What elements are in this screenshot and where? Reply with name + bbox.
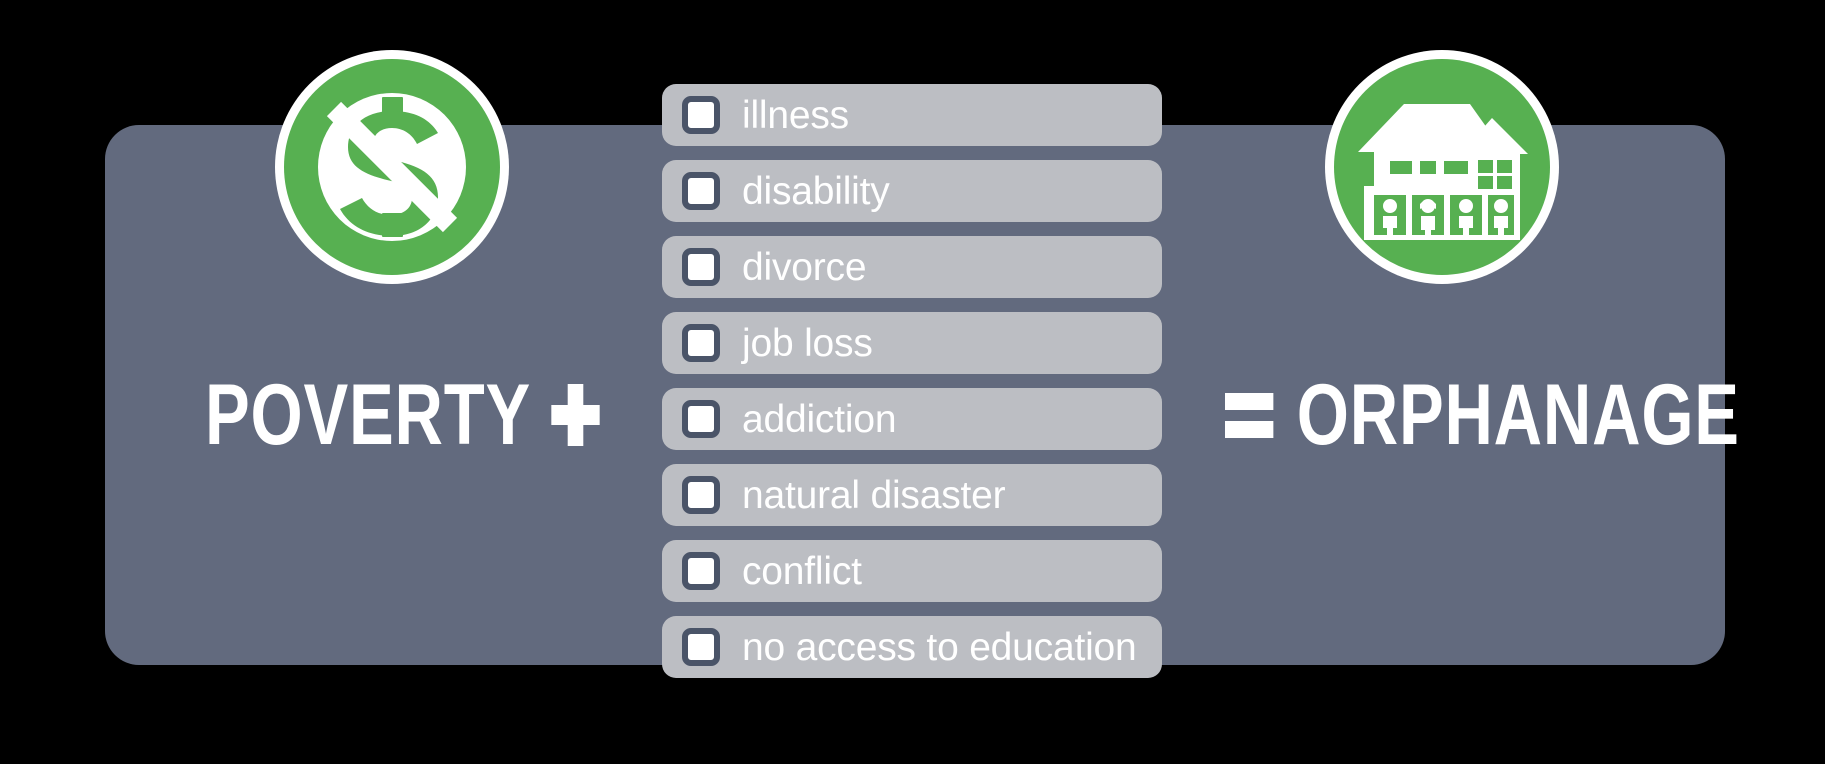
checkbox-icon[interactable] [682, 628, 720, 666]
list-item[interactable]: addiction [662, 388, 1162, 450]
no-money-badge [275, 50, 509, 284]
list-item[interactable]: job loss [662, 312, 1162, 374]
list-item[interactable]: disability [662, 160, 1162, 222]
orphanage-headline: ORPHANAGE [1225, 372, 1740, 458]
list-item-label: illness [742, 93, 849, 137]
list-item-label: addiction [742, 397, 897, 441]
list-item[interactable]: natural disaster [662, 464, 1162, 526]
checkbox-icon[interactable] [682, 96, 720, 134]
orphanage-badge-inner [1334, 59, 1550, 275]
list-item[interactable]: conflict [662, 540, 1162, 602]
checkbox-icon[interactable] [682, 324, 720, 362]
checkbox-icon[interactable] [682, 552, 720, 590]
no-money-icon [318, 93, 466, 241]
orphanage-building-icon [1358, 104, 1528, 240]
orphanage-label: ORPHANAGE [1296, 367, 1740, 463]
list-item[interactable]: no access to education [662, 616, 1162, 678]
list-item[interactable]: divorce [662, 236, 1162, 298]
poverty-label: POVERTY [205, 367, 532, 463]
checkbox-icon[interactable] [682, 172, 720, 210]
poverty-headline: POVERTY [205, 372, 600, 458]
no-money-badge-inner [284, 59, 500, 275]
list-item-label: no access to education [742, 625, 1137, 669]
list-item-label: natural disaster [742, 473, 1006, 517]
orphanage-badge [1325, 50, 1559, 284]
equals-icon [1225, 391, 1274, 439]
list-item-label: job loss [742, 321, 873, 365]
list-item-label: conflict [742, 549, 862, 593]
checkbox-icon[interactable] [682, 248, 720, 286]
plus-icon [551, 384, 600, 446]
checkbox-icon[interactable] [682, 400, 720, 438]
list-item-label: disability [742, 169, 890, 213]
risk-factor-checklist: illness disability divorce job loss addi… [662, 84, 1162, 678]
list-item-label: divorce [742, 245, 867, 289]
checkbox-icon[interactable] [682, 476, 720, 514]
list-item[interactable]: illness [662, 84, 1162, 146]
